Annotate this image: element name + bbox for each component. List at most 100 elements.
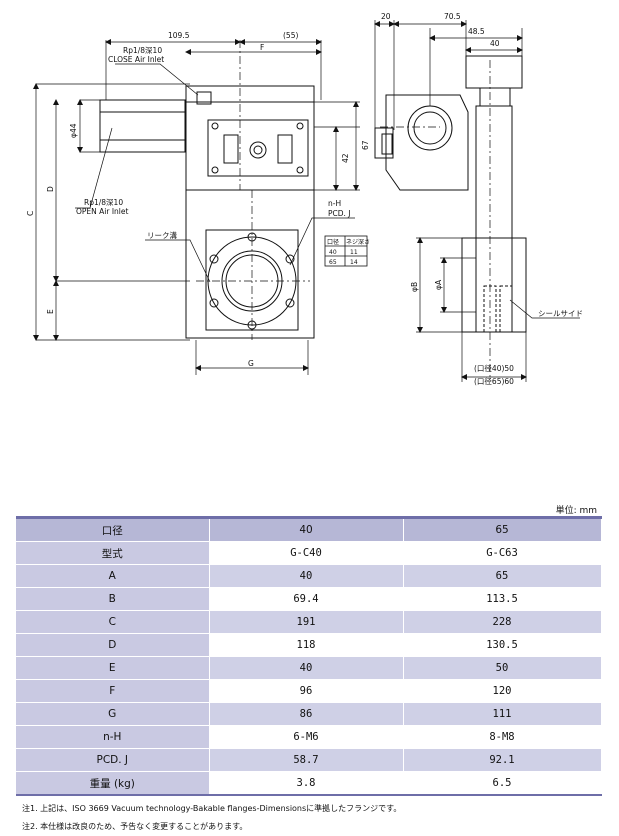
leak-port-label: リーク溝 <box>147 230 177 240</box>
row-label: 型式 <box>16 541 210 565</box>
cell-value: 113.5 <box>403 587 602 611</box>
table-row: A 40 65 <box>16 564 602 588</box>
thread-depth-table <box>324 235 368 267</box>
mini-table-header-bore: 口径 <box>327 238 339 246</box>
dim-67: 67 <box>361 140 370 150</box>
side-top-cap <box>465 55 523 89</box>
dim-bore40: (口径40)50 <box>474 363 514 373</box>
side-stem <box>475 105 513 333</box>
notes: 注1. 上記は、ISO 3669 Vacuum technology-Bakab… <box>22 800 401 836</box>
technical-drawing: 109.5 (55) F 20 70.5 48.5 40 φ44 42 67 C… <box>26 12 583 386</box>
inspection-window <box>207 119 309 177</box>
dim-70-5: 70.5 <box>444 12 461 21</box>
cell-value: 228 <box>403 610 602 634</box>
header-bore-label: 口径 <box>16 516 210 542</box>
row-label: E <box>16 656 210 680</box>
open-air-label: OPEN Air Inlet <box>76 207 129 216</box>
note-1: 注1. 上記は、ISO 3669 Vacuum technology-Bakab… <box>22 804 402 813</box>
table-header-row: 口径 40 65 <box>16 516 602 542</box>
dim-55: (55) <box>283 31 298 40</box>
row-label: F <box>16 679 210 703</box>
valve-body <box>185 189 315 339</box>
cell-value: 65 <box>403 564 602 588</box>
pcd-label: PCD. J <box>328 209 351 218</box>
cell-value: 92.1 <box>403 748 602 772</box>
mini-table-header-depth: ネジ深さ <box>346 238 370 246</box>
table-row: D 118 130.5 <box>16 633 602 657</box>
table-row: B 69.4 113.5 <box>16 587 602 611</box>
dim-20: 20 <box>381 12 391 21</box>
side-flange <box>461 237 527 333</box>
cell-value: 40 <box>209 564 404 588</box>
actuator-housing <box>185 101 315 191</box>
cell-value: 8-M8 <box>403 725 602 749</box>
close-port-label: Rp1/8深10 <box>123 46 162 55</box>
dim-42: 42 <box>341 153 350 163</box>
dim-phiA: φA <box>434 279 443 290</box>
nh-label: n-H <box>328 199 341 208</box>
table-row: G 86 111 <box>16 702 602 726</box>
dim-bore65: (口径65)60 <box>474 376 514 386</box>
table-row: E 40 50 <box>16 656 602 680</box>
dim-D: D <box>46 186 55 192</box>
cell-value: 58.7 <box>209 748 404 772</box>
cell-value: 96 <box>209 679 404 703</box>
table-row: F 96 120 <box>16 679 602 703</box>
row-label: D <box>16 633 210 657</box>
row-label: B <box>16 587 210 611</box>
close-air-label: CLOSE Air Inlet <box>108 55 164 64</box>
side-housing <box>385 94 469 191</box>
front-view <box>99 85 315 339</box>
mini-table-cell: 40 <box>329 249 337 256</box>
cell-value: 50 <box>403 656 602 680</box>
header-col-65: 65 <box>403 516 602 542</box>
cell-value: 86 <box>209 702 404 726</box>
actuator-cylinder <box>99 99 186 153</box>
cell-value: 69.4 <box>209 587 404 611</box>
row-label: PCD. J <box>16 748 210 772</box>
cell-value: G-C40 <box>209 541 404 565</box>
table-row: 型式 G-C40 G-C63 <box>16 541 602 565</box>
dim-F: F <box>260 43 264 52</box>
dim-40: 40 <box>490 39 500 48</box>
side-view <box>374 55 527 333</box>
table-row: C 191 228 <box>16 610 602 634</box>
seal-side-label: シールサイド <box>538 309 583 318</box>
note-2: 注2. 本仕様は改良のため、予告なく変更することがあります。 <box>22 822 248 831</box>
cell-value: 118 <box>209 633 404 657</box>
open-port-label: Rp1/8深10 <box>84 198 123 207</box>
table-row: n-H 6-M6 8-M8 <box>16 725 602 749</box>
unit-label: 単位: mm <box>555 506 597 516</box>
side-port-outer <box>407 105 453 151</box>
row-label: n-H <box>16 725 210 749</box>
dim-G: G <box>248 359 254 368</box>
cell-value: 6.5 <box>403 771 602 796</box>
row-label: C <box>16 610 210 634</box>
spec-table: 口径 40 65 型式 G-C40 G-C63 A 40 65 B 69.4 1… <box>16 516 602 796</box>
dim-E: E <box>46 309 55 314</box>
header-col-40: 40 <box>209 516 404 542</box>
cell-value: G-C63 <box>403 541 602 565</box>
table-row: PCD. J 58.7 92.1 <box>16 748 602 772</box>
side-port-inner <box>413 111 447 145</box>
cell-value: 6-M6 <box>209 725 404 749</box>
top-bracket <box>185 85 315 103</box>
mini-table-cell: 11 <box>350 249 358 256</box>
dim-109-5: 109.5 <box>168 31 190 40</box>
cell-value: 3.8 <box>209 771 404 796</box>
dim-phi44: φ44 <box>69 123 78 138</box>
cell-value: 40 <box>209 656 404 680</box>
dim-phiB: φB <box>410 282 419 292</box>
cell-value: 130.5 <box>403 633 602 657</box>
mini-table-cell: 14 <box>350 259 358 266</box>
cell-value: 120 <box>403 679 602 703</box>
row-label: A <box>16 564 210 588</box>
mini-table-cell: 65 <box>329 259 337 266</box>
dim-C: C <box>26 211 35 216</box>
table-row: 重量 (kg) 3.8 6.5 <box>16 771 602 796</box>
row-label: 重量 (kg) <box>16 771 210 796</box>
row-label: G <box>16 702 210 726</box>
cell-value: 111 <box>403 702 602 726</box>
dim-48-5: 48.5 <box>468 27 485 36</box>
cell-value: 191 <box>209 610 404 634</box>
